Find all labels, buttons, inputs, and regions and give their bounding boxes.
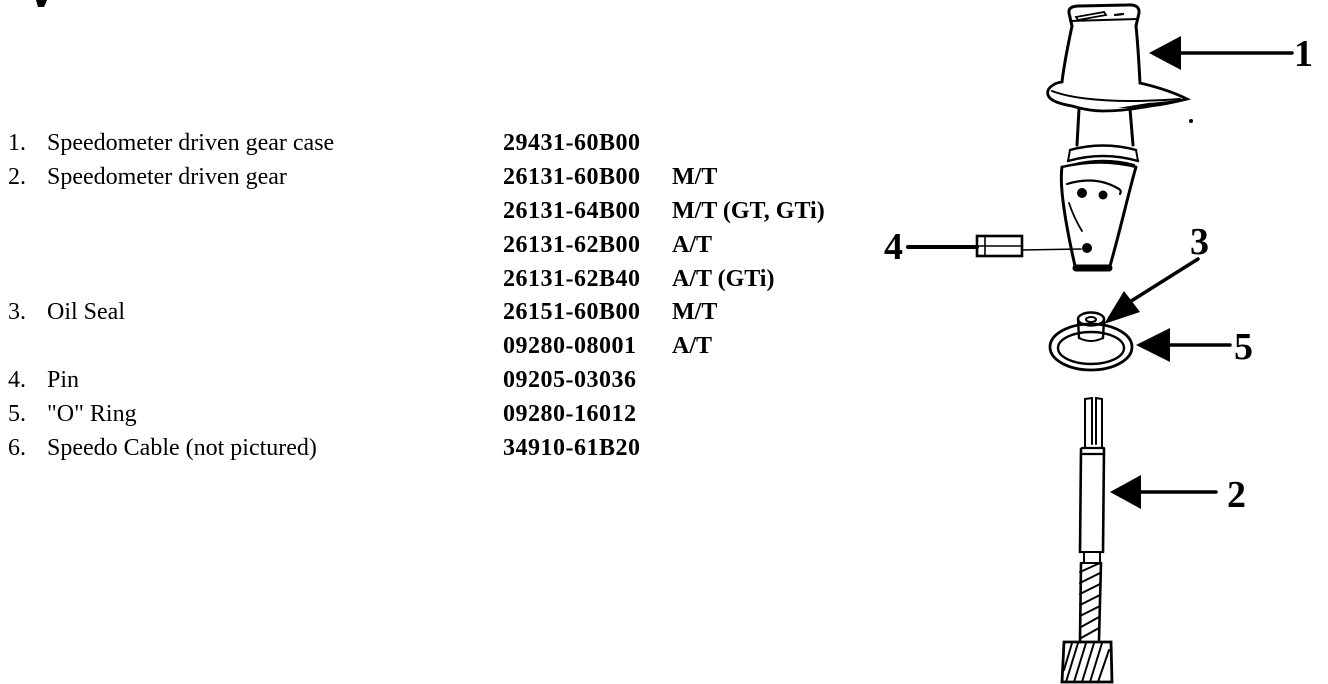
callout-5-label: 5: [1234, 326, 1253, 368]
callout-3-label: 3: [1190, 221, 1209, 263]
parts-list-row: 1. Speedometer driven gear case 29431-60…: [0, 127, 1328, 159]
part-number: 26131-62B40: [503, 266, 641, 292]
gear-shaft-drawing: [1060, 396, 1114, 684]
parts-list-row: 09280-08001 A/T: [0, 330, 1328, 362]
callout-3-arrowhead: [1104, 291, 1140, 324]
scan-speck: [1189, 119, 1193, 123]
part-spec: A/T: [672, 333, 713, 359]
callout-1: 1: [1149, 33, 1313, 75]
part-name: "O" Ring: [47, 401, 137, 427]
callout-2: 2: [1110, 474, 1246, 516]
part-index: 1.: [8, 130, 26, 156]
part-spec: M/T: [672, 299, 718, 325]
oil-seal-oring-drawing: [1048, 311, 1134, 372]
part-index: 2.: [8, 164, 26, 190]
callout-2-label: 2: [1227, 474, 1246, 516]
parts-list-row: 26131-62B40 A/T (GTi): [0, 263, 1328, 295]
scan-artifact: [36, 0, 47, 7]
part-name: Speedometer driven gear case: [47, 130, 335, 156]
driven-gear-drawing: [1059, 161, 1138, 272]
part-number: 29431-60B00: [503, 130, 641, 156]
part-number: 09280-16012: [503, 401, 637, 427]
part-index: 4.: [8, 367, 26, 393]
part-number: 26131-62B00: [503, 232, 641, 258]
callout-2-arrowhead: [1110, 475, 1141, 509]
callout-4-label: 4: [884, 226, 903, 268]
part-spec: M/T: [672, 164, 718, 190]
callout-5-arrowhead: [1136, 328, 1170, 362]
part-spec: A/T (GTi): [672, 266, 775, 292]
parts-list-row: 26131-64B00 M/T (GT, GTi): [0, 195, 1328, 227]
part-index: 3.: [8, 299, 26, 325]
parts-list-row: 2. Speedometer driven gear 26131-60B00 M…: [0, 161, 1328, 193]
pin-drawing: [906, 234, 1082, 258]
part-name: Oil Seal: [47, 299, 125, 325]
part-name: Speedo Cable (not pictured): [47, 435, 317, 461]
part-spec: A/T: [672, 232, 713, 258]
part-index: 5.: [8, 401, 26, 427]
parts-list-row: 26131-62B00 A/T: [0, 229, 1328, 261]
part-number: 34910-61B20: [503, 435, 641, 461]
part-name: Pin: [47, 367, 80, 393]
part-number: 26131-64B00: [503, 198, 641, 224]
callout-1-label: 1: [1294, 33, 1313, 75]
callout-3: 3: [1104, 221, 1209, 324]
callout-4: 4: [884, 226, 903, 268]
part-number: 09280-08001: [503, 333, 637, 359]
part-number: 09205-03036: [503, 367, 637, 393]
part-number: 26151-60B00: [503, 299, 641, 325]
callout-1-arrowhead: [1149, 36, 1181, 70]
part-number: 26131-60B00: [503, 164, 641, 190]
parts-list-row: 3. Oil Seal 26151-60B00 M/T: [0, 296, 1328, 328]
part-spec: M/T (GT, GTi): [672, 198, 825, 224]
parts-list-row: 5. "O" Ring 09280-16012: [0, 398, 1328, 430]
part-name: Speedometer driven gear: [47, 164, 287, 190]
parts-list-row: 6. Speedo Cable (not pictured) 34910-61B…: [0, 432, 1328, 464]
parts-list-row: 4. Pin 09205-03036: [0, 364, 1328, 396]
gear-case-drawing: [1046, 3, 1192, 167]
part-index: 6.: [8, 435, 26, 461]
pin-hole-dot: [1082, 243, 1092, 253]
callout-5: 5: [1136, 326, 1253, 368]
